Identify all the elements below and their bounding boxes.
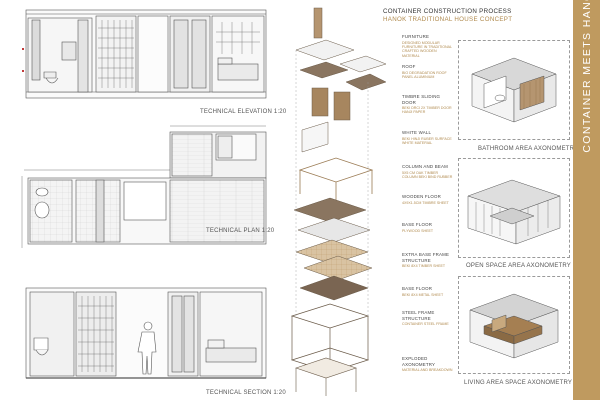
step-name: EXTRA BASE FRAME STRUCTURE xyxy=(402,252,450,263)
process-step: COLUMN AND BEAM 5X5 CM OAK TIMBER COLUMN… xyxy=(402,164,454,179)
step-description: BEKI 8X4 TIMBER SHEET xyxy=(402,264,446,268)
process-step: BASE FLOOR PLYWOOD SHEET xyxy=(402,222,454,233)
process-step: BASE FLOOR BEKI 8X4 METAL SHEET xyxy=(402,286,454,297)
step-name: BASE FLOOR xyxy=(402,222,433,227)
bathroom-axonometry-label: BATHROOM AREA AXONOMETRY 1:50 xyxy=(478,146,593,152)
step-name: STEEL FRAME STRUCTURE xyxy=(402,310,435,321)
process-step: STEEL FRAME STRUCTURE CONTAINER STEEL FR… xyxy=(402,310,454,326)
step-description: BEKI DRCI 2X TIMBER DOOR HANJI PAPER xyxy=(402,106,452,115)
step-description: BEKI HINJI RUBER SURFACE WHITE MATERIAL xyxy=(402,136,452,145)
elevation-label: TECHNICAL ELEVATION 1:20 xyxy=(200,109,287,115)
process-step: WHITE WALL BEKI HINJI RUBER SURFACE WHIT… xyxy=(402,130,454,145)
section-label: TECHNICAL SECTION 1:20 xyxy=(206,390,286,396)
step-name: COLUMN AND BEAM xyxy=(402,164,448,169)
living-axonometry-frame xyxy=(458,276,570,374)
step-name: ROOF xyxy=(402,64,416,69)
process-title: CONTAINER CONSTRUCTION PROCESS HANOK TRA… xyxy=(383,8,512,24)
technical-plan-drawing xyxy=(21,125,267,248)
living-axonometry-label: LIVING AREA SPACE AXONOMETRY 1:50 xyxy=(464,380,587,386)
step-description: BIO DEGRADATION ROOF PANEL ALUMINIUM xyxy=(402,70,447,79)
step-description: PLYWOOD SHEET xyxy=(402,228,434,233)
step-name: EXPLODED AXONOMETRY xyxy=(402,356,436,367)
exploded-axonometry-drawing xyxy=(290,7,387,396)
step-name: FURNITURE xyxy=(402,34,430,39)
step-description: BEKI 8X4 METAL SHEET xyxy=(402,292,444,297)
bathroom-axonometry-frame xyxy=(458,40,570,140)
bathroom-axonometry-drawing xyxy=(471,57,557,123)
process-subtitle: HANOK TRADITIONAL HOUSE CONCEPT xyxy=(383,16,513,24)
step-name: WHITE WALL xyxy=(402,130,432,135)
step-description: DESIGNED MODULAR FURNITURE IN TRADITIONA… xyxy=(402,40,452,58)
open-axonometry-label: OPEN SPACE AREA AXONOMETRY 1:50 xyxy=(466,263,586,269)
step-description: CONTAINER STEEL FRAME xyxy=(402,322,449,326)
process-step: ROOF BIO DEGRADATION ROOF PANEL ALUMINIU… xyxy=(402,64,454,79)
step-description: MATERIAL AND BREAKDOWN xyxy=(402,368,453,372)
process-step: WOODEN FLOOR 4X9X1.5CM TIMBRE SHEET xyxy=(402,194,454,205)
step-description: 4X9X1.5CM TIMBRE SHEET xyxy=(402,200,449,205)
step-description: 5X5 CM OAK TIMBER COLUMN BEKI BIND RUBBE… xyxy=(402,170,453,179)
step-name: TIMBRE SLIDING DOOR xyxy=(402,94,441,105)
process-step: TIMBRE SLIDING DOOR BEKI DRCI 2X TIMBER … xyxy=(402,94,454,115)
process-step: EXPLODED AXONOMETRY MATERIAL AND BREAKDO… xyxy=(402,356,454,372)
plan-label: TECHNICAL PLAN 1:20 xyxy=(206,228,275,234)
process-step: FURNITURE DESIGNED MODULAR FURNITURE IN … xyxy=(402,34,454,58)
title-banner: CONTAINER MEETS HANOK 2 xyxy=(573,0,600,400)
open-axonometry-frame xyxy=(458,158,570,258)
step-name: WOODEN FLOOR xyxy=(402,194,441,199)
step-name: BASE FLOOR xyxy=(402,286,433,291)
open-axonometry-drawing xyxy=(467,179,561,245)
technical-elevation-drawing xyxy=(22,9,267,99)
banner-title: CONTAINER MEETS HANOK 2 xyxy=(580,0,593,153)
process-step: EXTRA BASE FRAME STRUCTURE BEKI 8X4 TIMB… xyxy=(402,252,454,268)
technical-section-drawing xyxy=(25,287,267,379)
living-axonometry-drawing xyxy=(469,293,559,359)
process-title-main: CONTAINER CONSTRUCTION PROCESS xyxy=(383,8,512,15)
